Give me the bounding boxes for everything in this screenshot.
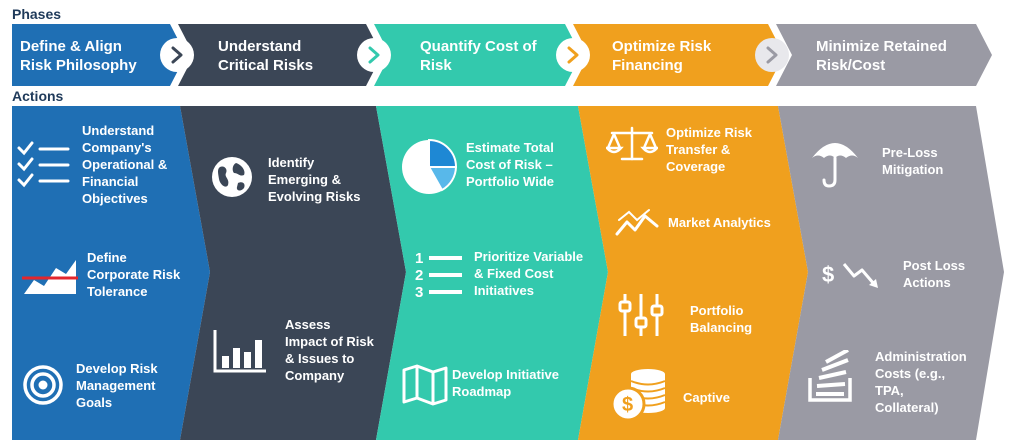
target-icon [23,365,63,405]
phase-5-shape [776,24,992,86]
risk-tolerance-chart-icon [22,260,78,294]
numbered-list-icon: 123 [415,250,462,298]
umbrella-icon [812,143,858,188]
action-label: Assess Impact of Risk & Issues to Compan… [285,317,374,383]
action-label: Captive [683,390,730,405]
scales-icon [606,126,658,161]
action-label: Understand Company's Operational & Finan… [82,123,168,206]
action-label: Post Loss Actions [903,258,966,290]
coin-stack-icon: $ [610,369,666,422]
phase-3-label: Quantify Cost of Risk [420,38,537,74]
phase-1-shape [12,24,186,86]
action-label: Identify Emerging & Evolving Risks [268,155,361,204]
action-label: Estimate Total Cost of Risk – Portfolio … [466,140,554,189]
action-label: Optimize Risk Transfer & Coverage [666,125,752,174]
action-label: Administration Costs (e.g., TPA, Collate… [875,349,967,415]
phase-1-label: Define & Align Risk Philosophy [20,38,137,74]
bar-chart-icon [213,330,266,373]
action-label: Define Corporate Risk Tolerance [87,250,181,299]
trend-line-icon [615,209,659,236]
action-label: Market Analytics [668,215,771,230]
action-label: Pre-Loss Mitigation [882,145,944,177]
svg-text:$: $ [822,262,834,287]
chevron-right-icon [556,38,590,72]
checklist-icon [17,141,70,188]
actions-label: Actions [12,88,64,104]
chevron-right-icon [755,38,789,72]
sliders-icon [618,294,664,336]
pie-chart-icon [402,138,458,194]
phase-2-label: Understand Critical Risks [218,38,314,74]
action-label: Portfolio Balancing [690,303,753,335]
dollar-down-icon: $ [822,262,878,288]
paper-stack-icon [808,350,852,402]
svg-text:$: $ [622,394,633,416]
action-label: Prioritize Variable & Fixed Cost Initiat… [474,249,584,298]
phase-2-shape [178,24,382,86]
chevron-right-icon [357,38,391,72]
phase-4-shape [573,24,784,86]
action-label: Develop Initiative Roadmap [452,367,559,399]
action-column-1-shape [12,106,210,440]
svg-text:2: 2 [415,267,423,284]
globe-icon [212,157,252,197]
action-column-4-shape [578,106,808,440]
svg-text:1: 1 [415,250,423,267]
map-icon [402,364,448,406]
chevron-right-icon [160,38,194,72]
phase-4-label: Optimize Risk Financing [612,38,712,74]
svg-text:3: 3 [415,284,423,298]
phase-3-shape [374,24,581,86]
phases-label: Phases [12,6,62,22]
action-label: Develop Risk Management Goals [76,361,158,410]
phase-5-label: Minimize Retained Risk/Cost [816,38,947,74]
